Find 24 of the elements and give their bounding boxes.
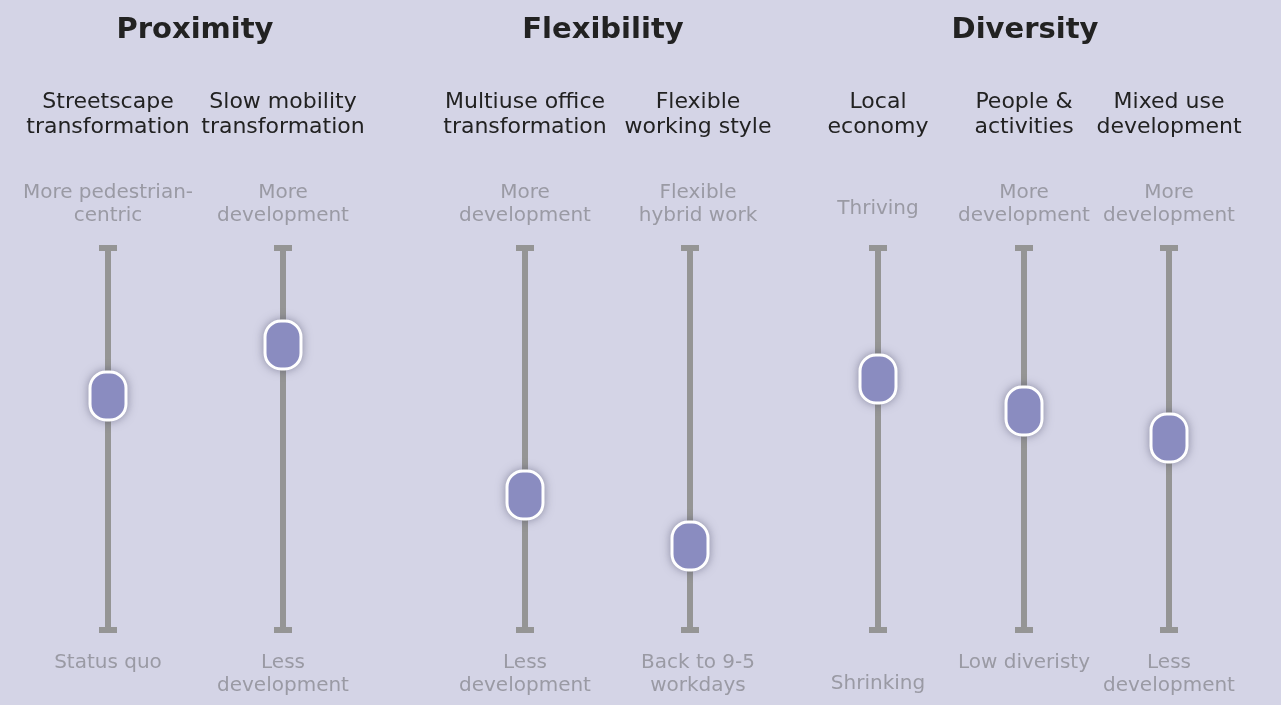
slider-title: Local economy (826, 88, 930, 139)
scale-max-label: More development (957, 180, 1091, 226)
group-heading: Diversity (950, 12, 1100, 46)
scale-min-label: Shrinking (829, 671, 927, 694)
slider-title: Slow mobility transformation (200, 88, 366, 139)
scale-max-label: Thriving (836, 196, 920, 219)
slider-title: Mixed use development (1095, 88, 1243, 139)
scale-max-label: More development (458, 180, 592, 226)
group-heading: Flexibility (521, 12, 685, 46)
scale-max-label: More pedestrian-centric (21, 180, 195, 226)
scale-max-label: More development (1102, 180, 1236, 226)
slider-title: People & activities (973, 88, 1075, 139)
scale-max-label: More development (216, 180, 350, 226)
slider-title: Multiuse office transformation (442, 88, 608, 139)
scale-min-label: Status quo (53, 650, 163, 673)
scale-min-label: Less development (1102, 650, 1236, 696)
scale-min-label: Back to 9-5 workdays (640, 650, 756, 696)
scale-max-label: Flexible hybrid work (637, 180, 759, 226)
scale-min-label: Less development (458, 650, 592, 696)
slider-title: Streetscape transformation (25, 88, 191, 139)
scale-min-label: Low diveristy (957, 650, 1091, 673)
slider-title: Flexible working style (623, 88, 773, 139)
scale-min-label: Less development (216, 650, 350, 696)
group-heading: Proximity (115, 12, 275, 46)
